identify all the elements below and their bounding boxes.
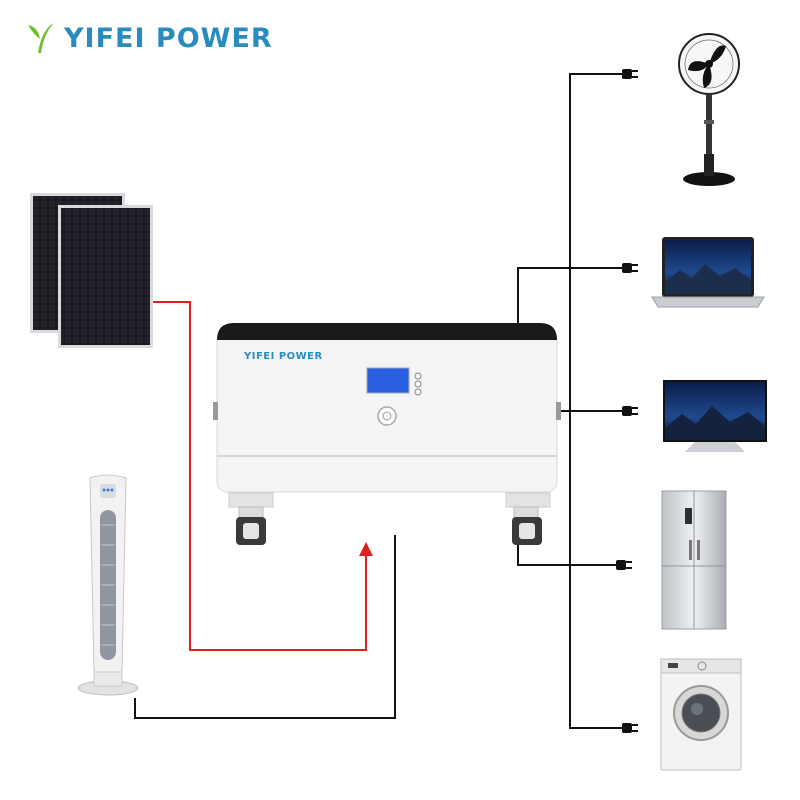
charge-arrow-icon [359, 542, 373, 556]
load-bus-wire [569, 73, 622, 729]
solar-charge-wire [150, 301, 367, 651]
plug-icon [622, 723, 638, 733]
power-button-icon [377, 406, 397, 426]
plug-icon [622, 69, 638, 79]
battery-button-2 [414, 380, 422, 388]
battery-label: YIFEI POWER [244, 351, 323, 362]
fridge-wire [517, 540, 616, 566]
battery-button-1 [414, 372, 422, 380]
output-wires [134, 73, 622, 729]
tv-icon [663, 380, 767, 452]
washing-machine-icon [660, 658, 742, 771]
tower-fan-icon [77, 474, 139, 696]
battery-button-3 [414, 388, 422, 396]
plug-icon [622, 263, 638, 273]
brand-name: YIFEI POWER [64, 22, 273, 54]
plug-icons [616, 69, 638, 733]
laptop-wire [517, 267, 622, 323]
tower-fan-wire [134, 535, 396, 719]
solar-panels-icon [30, 193, 153, 348]
laptop-icon [651, 237, 765, 308]
battery-screen [366, 367, 410, 394]
plug-icon [622, 406, 638, 416]
battery-unit [213, 323, 561, 545]
plug-icon [616, 560, 632, 570]
wheel-right [505, 492, 551, 545]
stand-fan-icon [678, 33, 740, 186]
brand-logo: YIFEI POWER [24, 18, 273, 58]
wheel-left [228, 492, 274, 545]
refrigerator-icon [661, 490, 727, 630]
leaf-logo-icon [28, 23, 54, 53]
